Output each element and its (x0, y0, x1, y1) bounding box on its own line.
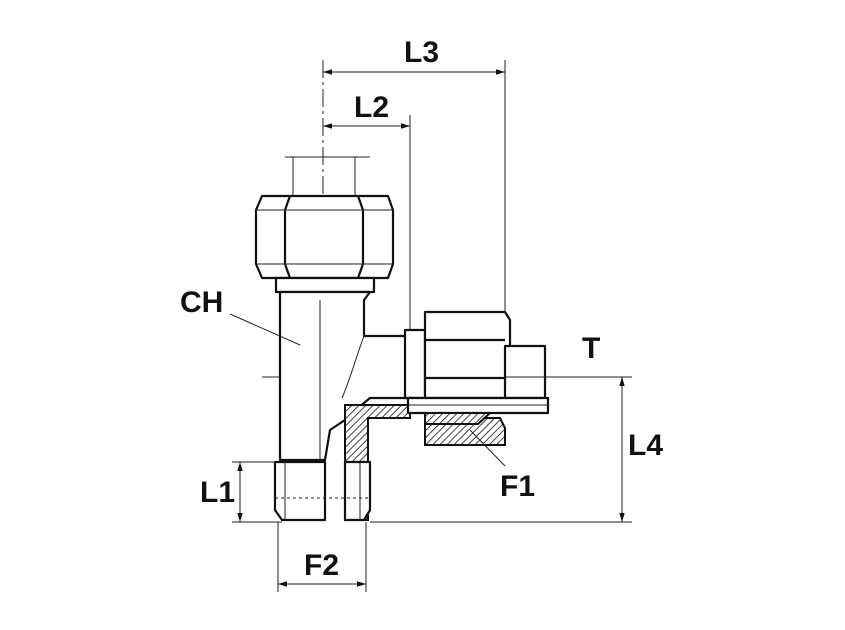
leader-f1 (469, 429, 506, 467)
label-ch: CH (180, 286, 223, 319)
top-collar (274, 276, 376, 294)
dim-l4 (370, 376, 632, 523)
dim-l3 (323, 60, 506, 312)
tube (406, 396, 550, 415)
label-f1: F1 (500, 470, 535, 503)
dim-f2 (277, 522, 367, 592)
ferrule-wedge (424, 412, 493, 425)
top-hex-nut (254, 194, 395, 280)
tee-body (278, 290, 410, 462)
dim-l1 (232, 461, 282, 523)
body-inner-curve (319, 300, 365, 460)
top-tube-stub (285, 156, 370, 196)
dim-l2 (323, 115, 411, 330)
label-f2: F2 (304, 549, 339, 582)
label-l4: L4 (628, 429, 663, 462)
label-l1: L1 (200, 476, 235, 509)
side-outlet (403, 310, 547, 400)
bottom-thread-port (273, 460, 372, 522)
label-l2: L2 (354, 91, 389, 124)
leader-ch (229, 313, 301, 346)
label-l3: L3 (404, 36, 439, 69)
label-t: T (582, 332, 600, 365)
